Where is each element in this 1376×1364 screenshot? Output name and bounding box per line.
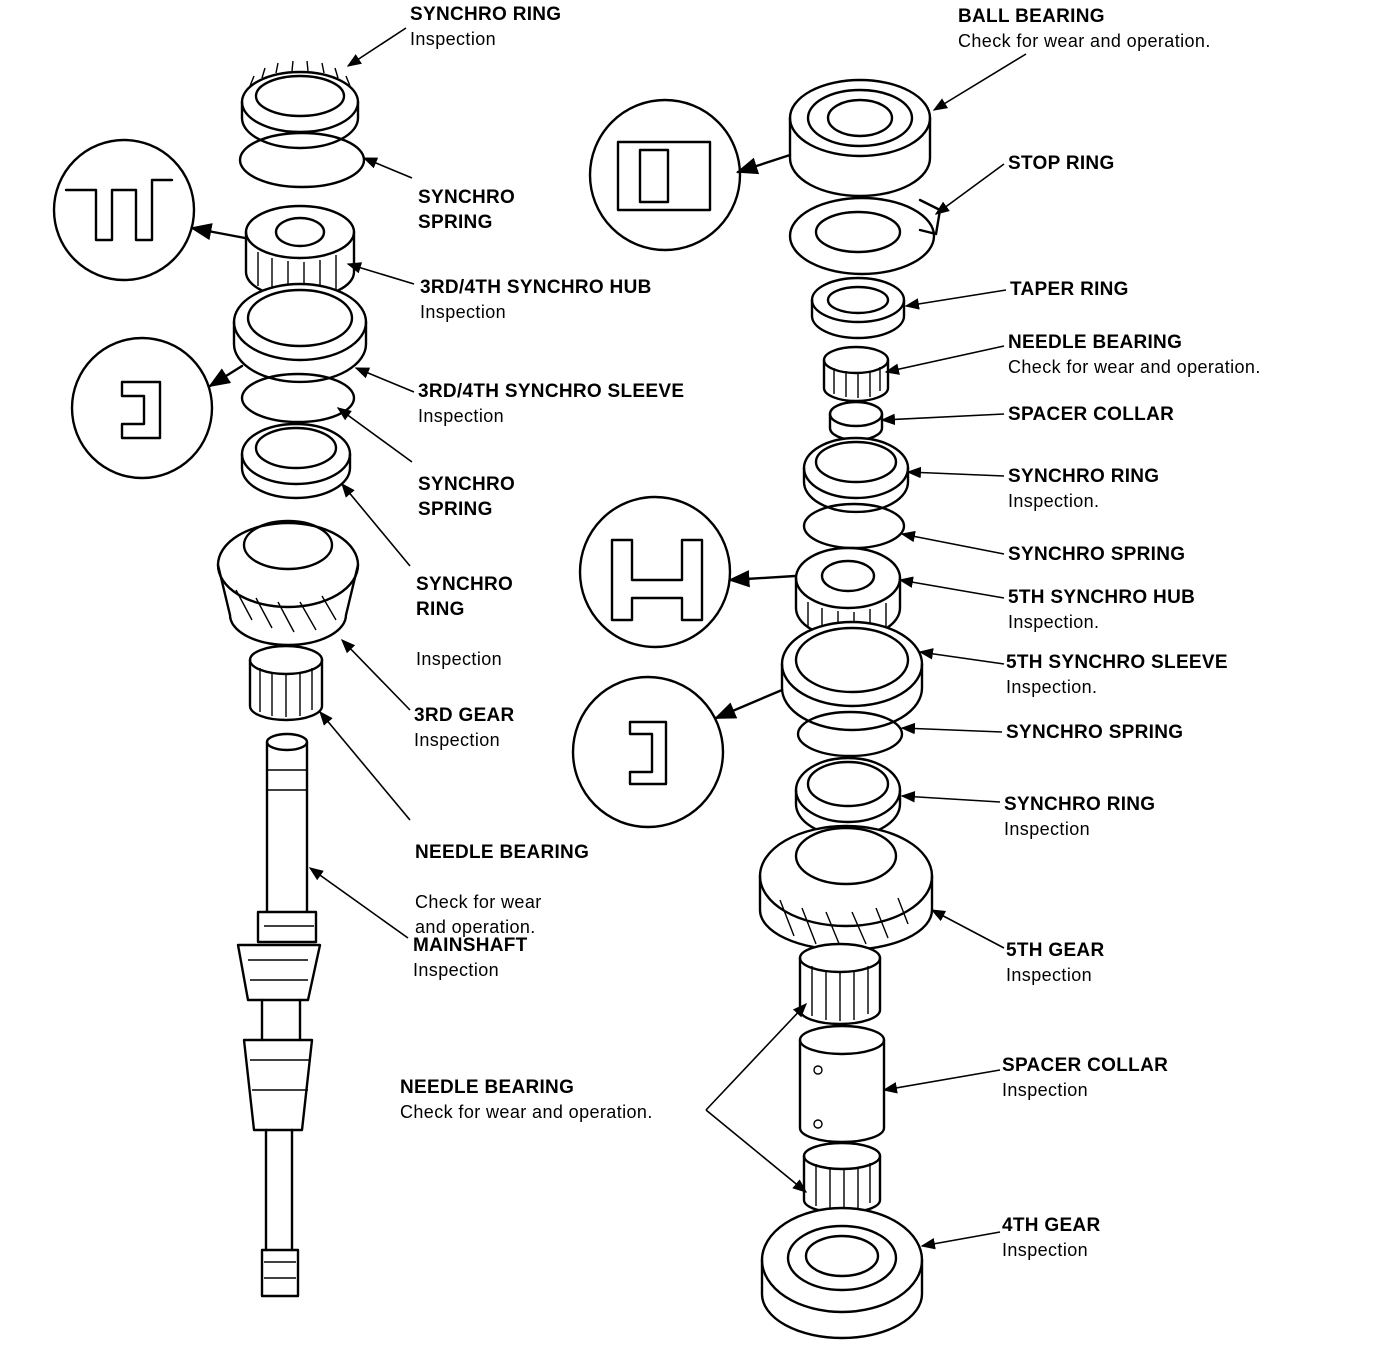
label-hub-34: 3RD/4TH SYNCHRO HUB Inspection: [420, 275, 652, 325]
label-title: SYNCHRO SPRING: [1006, 722, 1184, 743]
synchro-spring-part-2: [240, 372, 356, 424]
hub-5th-part: [794, 546, 902, 640]
label-title: NEEDLE BEARING: [400, 1077, 575, 1098]
label-title: 5TH SYNCHRO SLEEVE: [1006, 652, 1228, 673]
label-synchro-ring-1: SYNCHRO RING Inspection: [410, 2, 561, 52]
label-spacer-collar-1: SPACER COLLAR: [1008, 402, 1174, 427]
label-desc: Check for wear and operation.: [415, 892, 542, 937]
right-parts-stack: [758, 78, 942, 1340]
detail-circle-hub-5th: [578, 495, 797, 649]
synchro-ring-part-4: [794, 756, 902, 838]
label-title: SPACER COLLAR: [1002, 1055, 1169, 1076]
label-synchro-ring-4: SYNCHRO RING Inspection: [1004, 792, 1155, 842]
mainshaft-part: [236, 732, 322, 1298]
label-title: TAPER RING: [1010, 279, 1129, 300]
label-desc: Check for wear and operation.: [400, 1102, 653, 1122]
label-stop-ring: STOP RING: [1008, 151, 1115, 176]
detail-circle-ball-bearing: [588, 98, 792, 252]
label-gear-4th: 4TH GEAR Inspection: [1002, 1213, 1100, 1263]
detail-circle-hub-34: [52, 138, 247, 282]
needle-bearing-part-3: [822, 345, 890, 403]
label-gear-3rd: 3RD GEAR Inspection: [414, 703, 515, 753]
label-desc: Inspection: [1002, 1080, 1089, 1100]
label-desc: Inspection: [414, 730, 501, 750]
label-desc: Check for wear and operation.: [958, 31, 1211, 51]
label-spacer-collar-2: SPACER COLLAR Inspection: [1002, 1053, 1168, 1103]
label-desc: Inspection.: [1008, 612, 1100, 632]
label-taper-ring: TAPER RING: [1010, 277, 1129, 302]
label-title: 5TH GEAR: [1006, 940, 1105, 961]
label-needle-bearing-2: NEEDLE BEARING Check for wear and operat…: [400, 1075, 653, 1125]
label-gear-5th: 5TH GEAR Inspection: [1006, 938, 1104, 988]
label-title: SYNCHRO SPRING: [418, 474, 516, 520]
label-title: SYNCHRO SPRING: [1008, 544, 1186, 565]
label-title: SYNCHRO RING: [1008, 466, 1160, 487]
label-desc: Check for wear and operation.: [1008, 357, 1261, 377]
label-desc: Inspection: [1006, 965, 1093, 985]
gear-4th-part: [760, 1206, 924, 1340]
gear-5th-part: [758, 824, 934, 952]
label-ball-bearing: BALL BEARING Check for wear and operatio…: [958, 4, 1211, 54]
ball-bearing-part: [788, 78, 932, 198]
sleeve-5th-part: [780, 620, 924, 732]
left-parts-stack: [216, 60, 368, 1298]
label-title: SPACER COLLAR: [1008, 404, 1175, 425]
label-title: STOP RING: [1008, 153, 1115, 174]
synchro-ring-part-2: [240, 422, 352, 500]
synchro-ring-part-1: [240, 60, 360, 150]
spacer-collar-part-1: [828, 400, 884, 442]
synchro-spring-part-1: [238, 131, 366, 189]
label-desc: Inspection: [413, 960, 500, 980]
label-title: NEEDLE BEARING: [1008, 332, 1183, 353]
needle-bearing-part-2a: [798, 942, 882, 1026]
label-title: 4TH GEAR: [1002, 1215, 1101, 1236]
label-hub-5th: 5TH SYNCHRO HUB Inspection.: [1008, 585, 1195, 635]
label-title: 3RD/4TH SYNCHRO SLEEVE: [418, 381, 685, 402]
detail-circle-sleeve-34: [70, 336, 244, 480]
synchro-spring-part-3: [802, 502, 906, 550]
label-desc: Inspection: [1002, 1240, 1089, 1260]
label-desc: Inspection: [420, 302, 507, 322]
label-desc: Inspection.: [1008, 491, 1100, 511]
label-title: BALL BEARING: [958, 6, 1105, 27]
label-synchro-spring-4: SYNCHRO SPRING: [1006, 720, 1183, 745]
label-sleeve-5th: 5TH SYNCHRO SLEEVE Inspection.: [1006, 650, 1228, 700]
label-desc: Inspection: [416, 649, 503, 669]
synchro-spring-part-4: [796, 710, 904, 758]
synchro-ring-part-3: [802, 436, 910, 514]
label-title: SYNCHRO RING: [410, 4, 562, 25]
label-title: 3RD/4TH SYNCHRO HUB: [420, 277, 652, 298]
label-desc: Inspection: [1004, 819, 1091, 839]
label-synchro-ring-3: SYNCHRO RING Inspection.: [1008, 464, 1159, 514]
label-synchro-spring-3: SYNCHRO SPRING: [1008, 542, 1185, 567]
gear-3rd-part: [216, 519, 360, 647]
label-synchro-spring-1: SYNCHRO SPRING: [418, 160, 515, 260]
hub-34-part: [244, 204, 356, 300]
label-sleeve-34: 3RD/4TH SYNCHRO SLEEVE Inspection: [418, 379, 684, 429]
sleeve-34-part: [232, 282, 368, 384]
stop-ring-part: [788, 196, 942, 276]
taper-ring-part: [810, 276, 906, 340]
label-synchro-spring-2: SYNCHRO SPRING: [418, 447, 515, 547]
label-needle-bearing-1: NEEDLE BEARING Check for wear and operat…: [415, 815, 589, 965]
label-needle-bearing-3: NEEDLE BEARING Check for wear and operat…: [1008, 330, 1261, 380]
needle-bearing-part-1: [248, 644, 324, 722]
label-synchro-ring-2: SYNCHRO RING Inspection: [416, 547, 513, 697]
label-title: 5TH SYNCHRO HUB: [1008, 587, 1196, 608]
label-title: SYNCHRO RING: [1004, 794, 1156, 815]
label-desc: Inspection: [418, 406, 505, 426]
label-desc: Inspection: [410, 29, 497, 49]
label-title: NEEDLE BEARING: [415, 842, 590, 863]
label-title: MAINSHAFT: [413, 935, 528, 956]
needle-bearing-part-2b: [802, 1141, 882, 1215]
detail-circle-sleeve-5th: [571, 675, 784, 829]
label-mainshaft: MAINSHAFT Inspection: [413, 933, 528, 983]
leader-lines: [308, 27, 1027, 1250]
label-title: 3RD GEAR: [414, 705, 515, 726]
label-title: SYNCHRO RING: [416, 574, 514, 620]
label-title: SYNCHRO SPRING: [418, 187, 516, 233]
spacer-collar-part-2: [798, 1024, 886, 1144]
label-desc: Inspection.: [1006, 677, 1098, 697]
